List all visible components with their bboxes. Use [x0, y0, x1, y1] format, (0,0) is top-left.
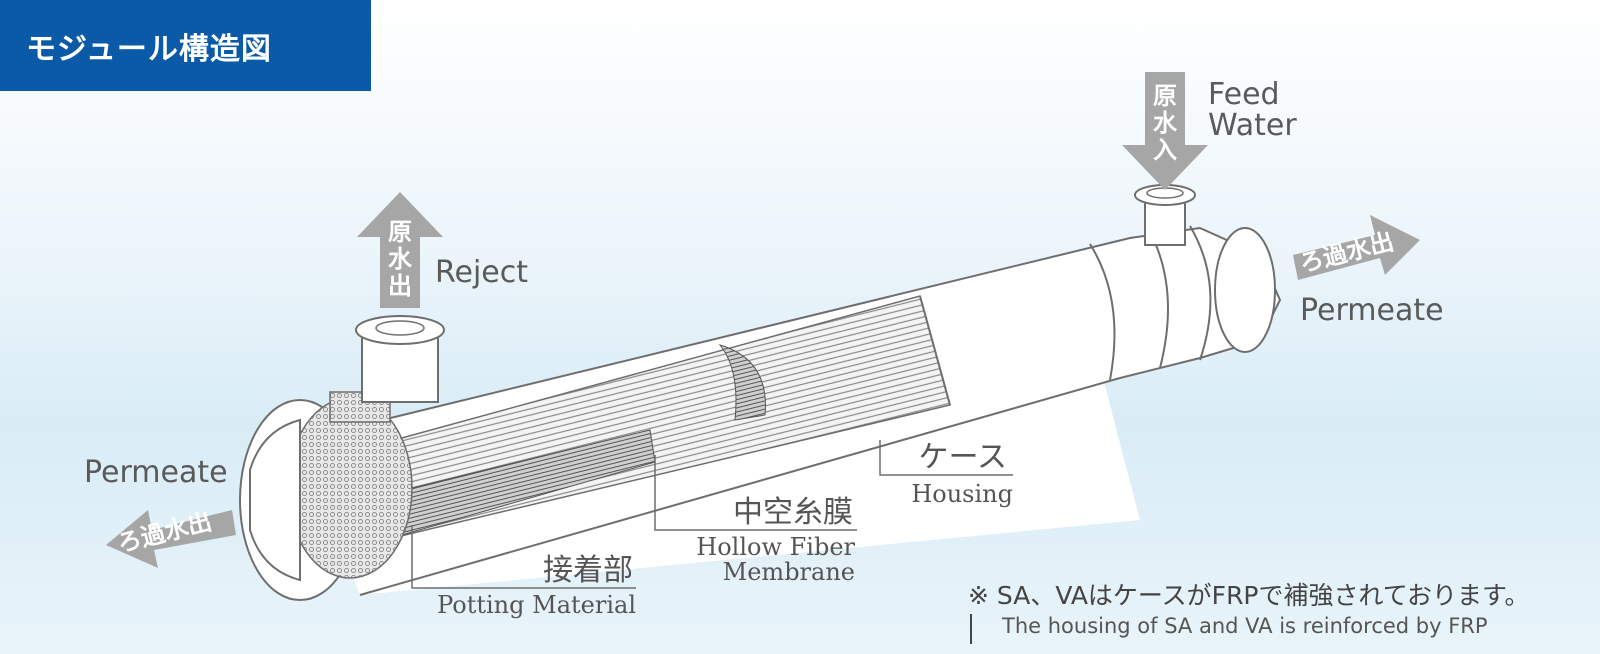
leader-lines	[411, 440, 1013, 589]
feed-label-en-2: Water	[1208, 108, 1297, 143]
reject-arrow: 原 水 出	[357, 192, 443, 308]
permeate-left-label-en: Permeate	[84, 455, 228, 490]
reinforcement-note-en: The housing of SA and VA is reinforced b…	[1002, 614, 1488, 638]
feed-label-en-1: Feed	[1208, 77, 1280, 112]
housing-label-en: Housing	[911, 480, 1013, 508]
permeate-left-jp: ろ過水出	[115, 507, 215, 557]
reject-nozzle	[355, 315, 445, 403]
potting-label-jp: 接着部	[543, 553, 633, 588]
membrane-label-en-1: Hollow Fiber	[696, 533, 855, 561]
reject-label-en: Reject	[435, 255, 528, 290]
note-divider	[970, 614, 972, 644]
permeate-right-arrow: ろ過水出	[1293, 215, 1420, 280]
reinforcement-note-jp: ※ SA、VAはケースがFRPで補強されております。	[968, 581, 1530, 610]
feed-water-arrow: 原 水 入	[1122, 72, 1208, 190]
diagram-title: モジュール構造図	[26, 31, 272, 67]
potting-end-cap	[239, 391, 413, 601]
reject-jp-char-3: 出	[388, 272, 412, 300]
permeate-right-jp: ろ過水出	[1297, 227, 1397, 277]
membrane-label-en-2: Membrane	[723, 558, 855, 586]
permeate-left-arrow: ろ過水出	[106, 507, 236, 568]
potting-label-en: Potting Material	[437, 591, 636, 619]
permeate-right-label-en: Permeate	[1300, 293, 1444, 328]
membrane-label-jp: 中空糸膜	[733, 495, 853, 530]
reject-jp-char-2: 水	[388, 245, 413, 273]
feed-jp-char-1: 原	[1153, 82, 1177, 110]
feed-jp-char-2: 水	[1153, 109, 1178, 137]
housing-label-jp: ケース	[919, 440, 1008, 475]
feed-jp-char-3: 入	[1153, 136, 1177, 164]
diagram-title-box: モジュール構造図	[0, 0, 371, 91]
reject-jp-char-1: 原	[388, 218, 412, 246]
